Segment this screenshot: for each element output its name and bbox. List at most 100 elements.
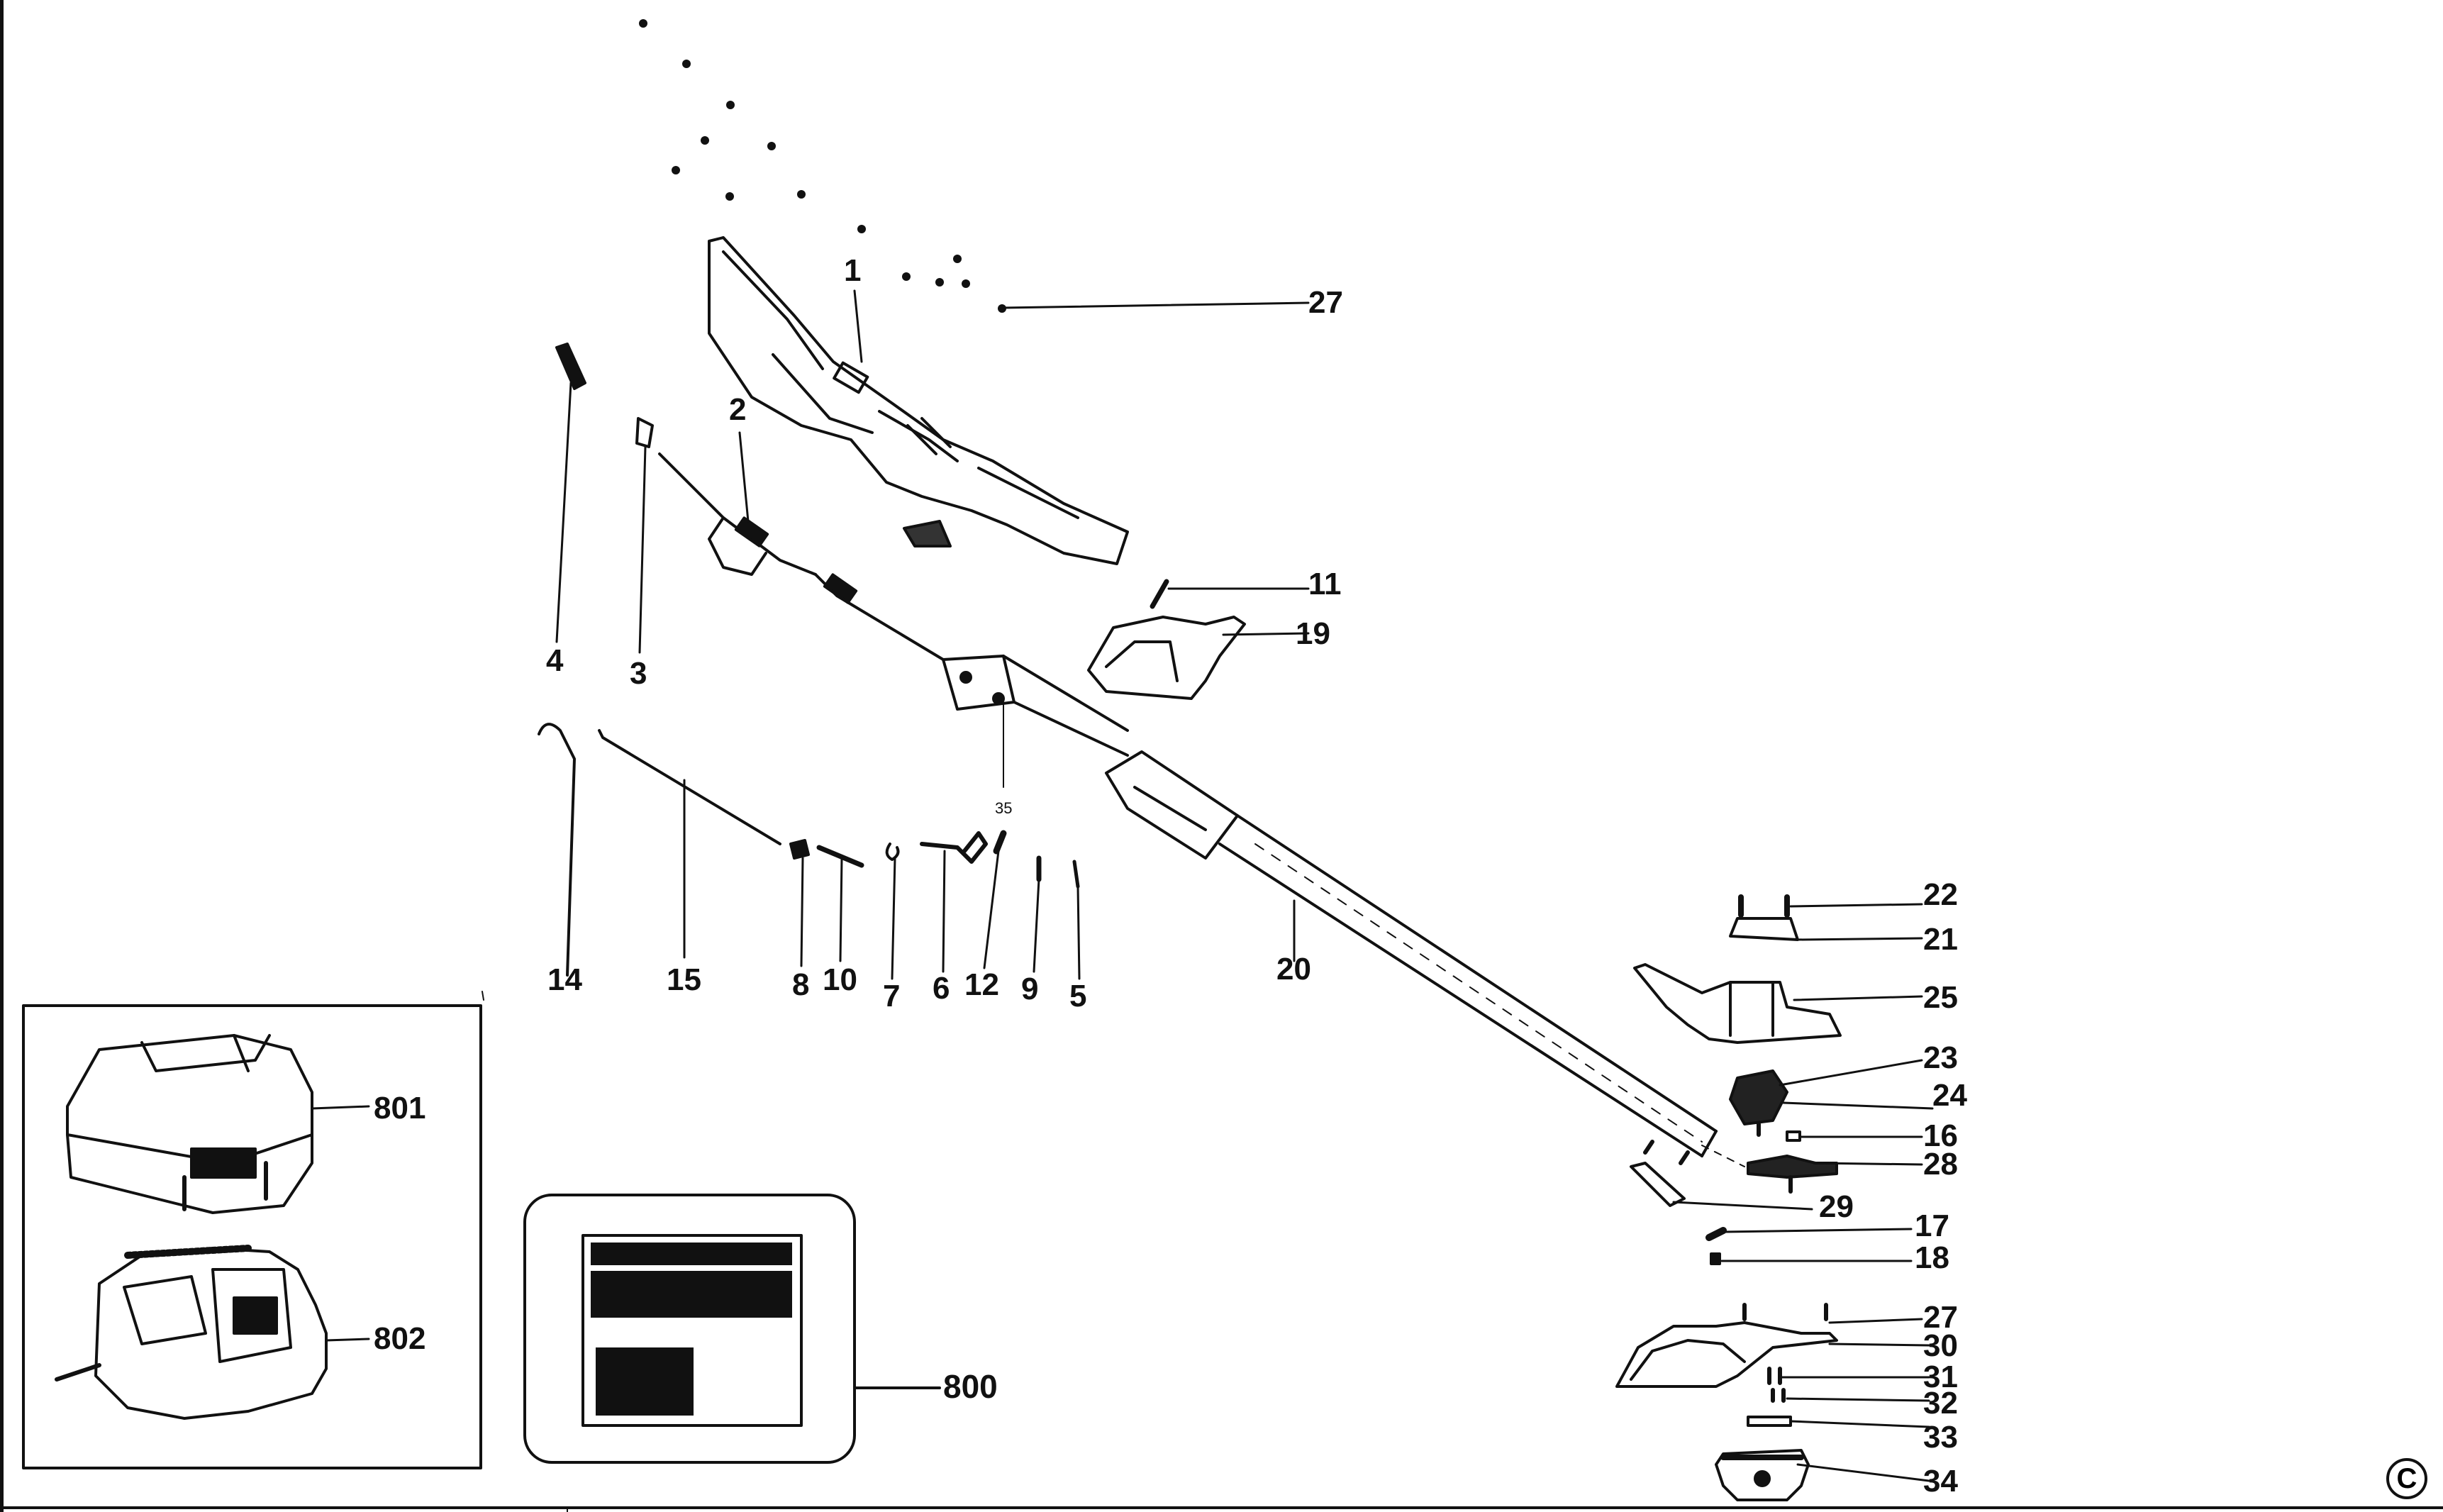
loose-screws [639,19,1006,313]
part-label-1: 1 [844,253,862,288]
label-plate-outer [523,1194,856,1464]
rod-drawing [598,729,781,845]
part-label-27-top: 27 [1308,285,1343,320]
part-label-20: 20 [1276,952,1311,986]
part-label-16: 16 [1923,1118,1958,1153]
leader-10 [839,857,843,962]
part-label-35: 35 [995,799,1013,817]
shaft-drawing [942,655,1745,1167]
part-label-17: 17 [1915,1208,1949,1243]
part-25-drawing [1633,963,1842,1044]
guard-drawing [1615,1303,1838,1388]
leader-12 [983,850,1000,969]
leader-5 [1076,885,1081,980]
part-label-33: 33 [1923,1420,1958,1455]
leader-2 [738,431,750,523]
part-label-32: 32 [1923,1386,1958,1421]
part-label-29: 29 [1819,1189,1854,1224]
leader-22 [1789,903,1923,908]
part-label-21: 21 [1923,922,1958,957]
part-31-drawing [1767,1367,1782,1385]
leader-30 [1828,1343,1930,1347]
leader-24 [1782,1101,1934,1110]
small-bracket-drawing [903,520,952,547]
leader-6 [942,850,946,973]
copyright-symbol: C [2386,1458,2427,1499]
part-6-drawing [920,831,988,864]
part-17-drawing [1705,1227,1727,1241]
leader-802 [325,1338,370,1342]
leader-801 [311,1105,370,1110]
leader-33 [1789,1420,1930,1428]
switch-clip-drawing [555,343,586,390]
leader-1 [853,289,863,363]
part-label-19: 19 [1296,616,1330,651]
part-label-7: 7 [883,979,901,1013]
part-28-drawing [1747,1155,1838,1194]
leader-3 [638,445,647,654]
leader-4 [555,382,572,643]
part-label-802: 802 [374,1321,426,1356]
part-8-drawing [789,839,810,860]
leader-7 [891,857,896,980]
leader-23 [1779,1059,1923,1086]
part-label-34: 34 [1923,1464,1958,1499]
hook-drawing [538,723,576,977]
leader-17 [1723,1228,1913,1233]
part-29-drawing [1630,1140,1690,1207]
part-7-drawing [885,843,900,861]
part-label-11: 11 [1308,567,1342,601]
battery-pack-drawing [66,1034,313,1214]
part-23-drawing [1729,1069,1788,1137]
screw-11-drawing [1150,579,1169,609]
part-label-800: 800 [943,1368,998,1405]
part-label-25: 25 [1923,980,1958,1015]
part-label-27-bottom: 27 [1923,1300,1958,1335]
switch-drawing [635,417,654,448]
part-label-2: 2 [729,392,747,427]
part-label-801: 801 [374,1091,426,1125]
leader-29 [1672,1201,1813,1211]
leader-19 [1222,632,1310,636]
part-label-12: 12 [964,967,999,1002]
handle-housing-drawing [708,236,1129,565]
part-label-31: 31 [1923,1360,1958,1394]
leader-27-bottom [1828,1318,1923,1324]
part-label-10: 10 [823,962,857,997]
part-label-22: 22 [1923,877,1958,912]
part-label-4: 4 [546,643,564,678]
part-12-drawing [993,830,1007,855]
part-label-5: 5 [1069,979,1087,1013]
charger-drawing [55,1245,328,1420]
leader-9 [1033,878,1040,973]
leader-25 [1793,995,1923,1001]
label-plate-inner [581,1234,803,1427]
leader-32 [1786,1397,1930,1402]
left-border [0,0,4,1512]
part-label-28: 28 [1923,1147,1958,1182]
bottom-border [0,1506,2443,1509]
accessory-box [22,1004,482,1469]
part-label-6: 6 [933,971,950,1006]
part-label-30: 30 [1923,1328,1958,1363]
part-21-drawing [1729,917,1799,941]
part-label-3: 3 [630,656,647,691]
part-label-14: 14 [547,962,582,997]
part-33-drawing [1747,1416,1792,1427]
part-32-drawing [1771,1388,1786,1403]
leader-8 [800,857,804,967]
part-label-24: 24 [1932,1078,1967,1113]
spool-drawing [1715,1449,1810,1501]
part-label-18: 18 [1915,1240,1949,1275]
leader-21 [1796,937,1923,941]
leader-27-top [1002,301,1310,309]
leader-34 [1796,1463,1930,1482]
wiring-harness-drawing [658,452,945,661]
part-22-drawing [1738,894,1790,918]
part-label-23: 23 [1923,1040,1958,1075]
part-10-drawing [816,845,864,868]
part-5-drawing [1072,860,1080,889]
part-label-9: 9 [1021,972,1039,1006]
